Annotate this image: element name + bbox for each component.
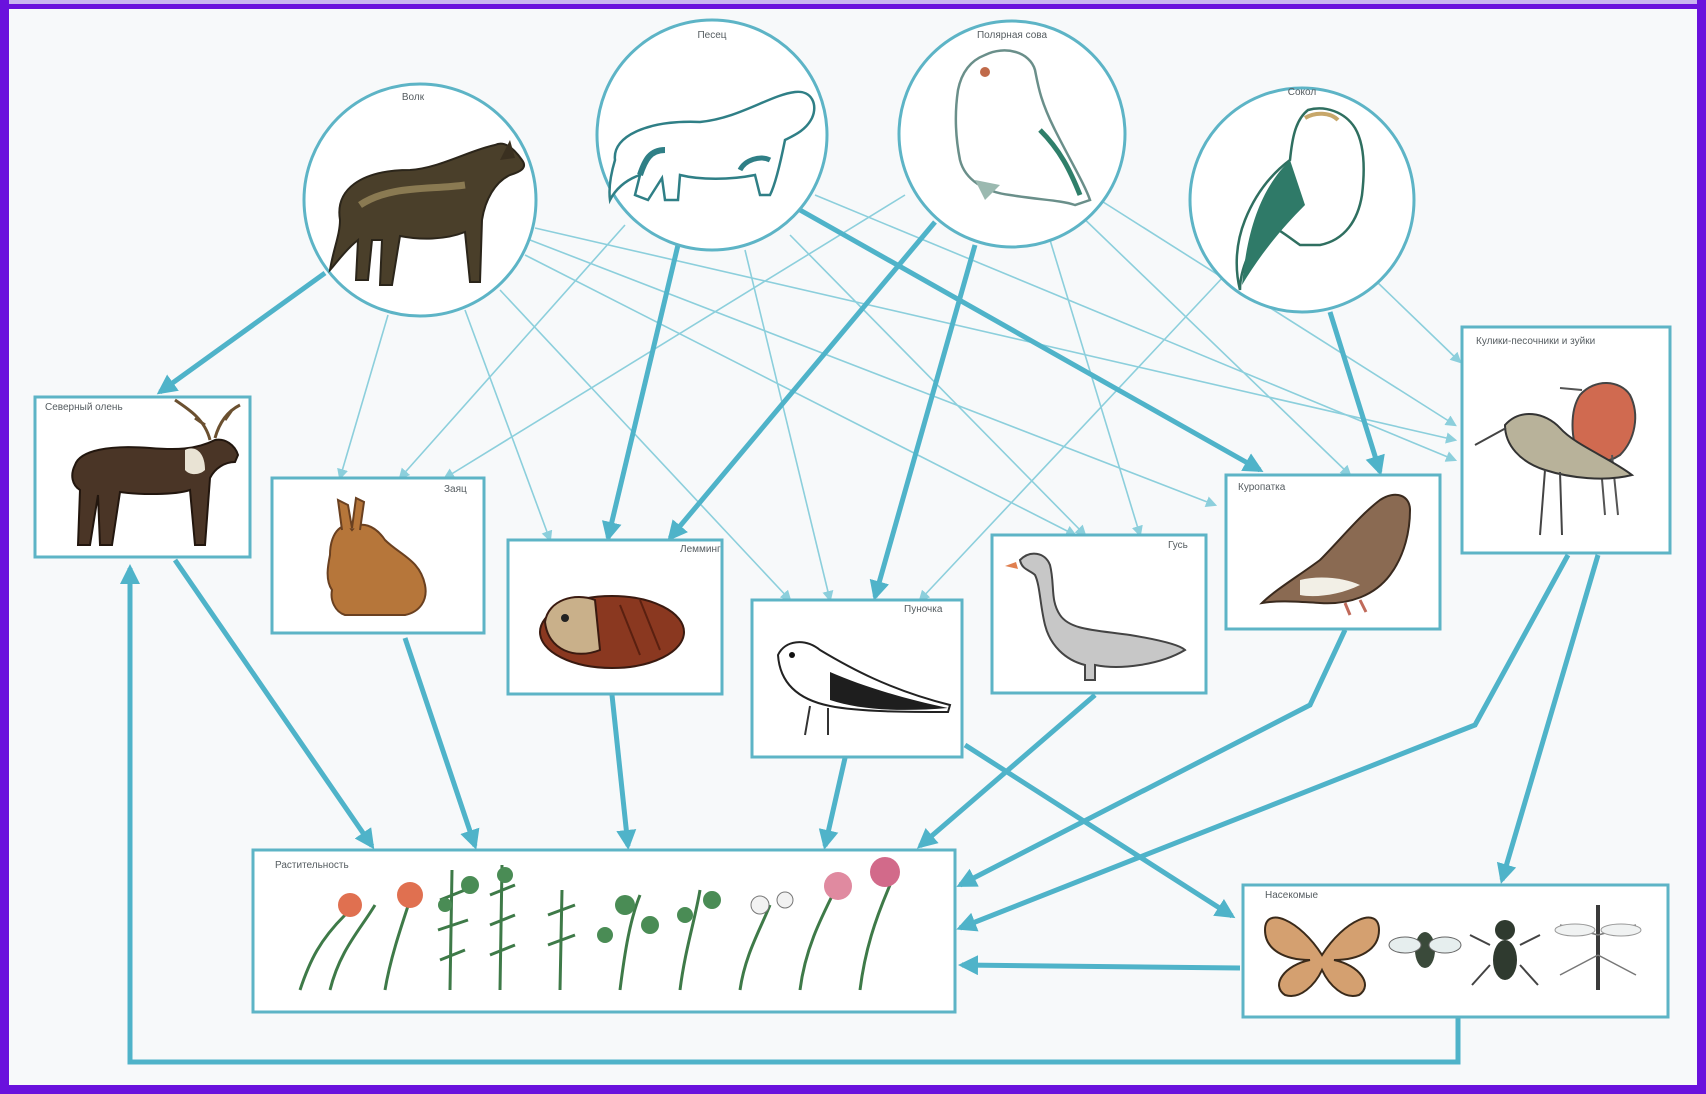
arrow-owl-lemming	[670, 222, 935, 538]
predator-node-snowy-owl: Полярная сова	[899, 21, 1125, 247]
arrow-waders-insects	[1502, 555, 1598, 880]
node-insects: Насекомые	[1243, 885, 1668, 1017]
arrow-falcon-waders	[1375, 280, 1460, 362]
label-reindeer: Северный олень	[45, 402, 123, 413]
node-waders: Кулики-песочники и зуйки	[1462, 327, 1670, 553]
label-wolf: Волк	[402, 92, 425, 103]
node-reindeer: Северный олень	[35, 397, 250, 557]
arrow-owl-bunting	[875, 245, 975, 597]
label-snowy-owl: Полярная сова	[977, 30, 1047, 41]
predator-node-falcon: Сокол	[1190, 87, 1414, 312]
node-plants: Растительность	[253, 850, 955, 1012]
node-hare: Заяц	[272, 478, 484, 633]
arrow-hare-plants	[405, 638, 475, 846]
arrow-bunting-plants	[825, 758, 845, 846]
label-hare: Заяц	[444, 484, 467, 495]
label-arctic-fox: Песец	[697, 30, 726, 41]
label-lemming: Лемминг	[680, 544, 721, 555]
arrow-fox-lemming	[608, 245, 678, 538]
node-ptarmigan: Куропатка	[1226, 475, 1440, 629]
label-falcon: Сокол	[1288, 87, 1317, 98]
arrow-wolf-goose	[525, 255, 1075, 535]
arrow-insects-plants	[962, 965, 1240, 968]
node-lemming: Лемминг	[508, 540, 722, 694]
predator-node-wolf: Волк	[304, 84, 536, 316]
arrow-lemming-plants	[612, 695, 628, 846]
label-ptarmigan: Куропатка	[1238, 482, 1286, 493]
predator-node-arctic-fox: Песец	[597, 20, 827, 250]
arrow-falcon-ptarmigan	[1330, 312, 1380, 472]
label-plants: Растительность	[275, 860, 349, 871]
arrow-wolf-reindeer	[160, 273, 325, 392]
arrow-wolf-hare	[340, 315, 388, 478]
arrow-fox-bunting	[745, 250, 830, 600]
lemming-icon	[540, 596, 684, 668]
node-snow-bunting: Пуночка	[752, 600, 962, 757]
label-insects: Насекомые	[1265, 890, 1318, 901]
arrow-wolf-ptarmigan	[530, 240, 1215, 505]
label-goose: Гусь	[1168, 540, 1188, 551]
node-goose: Гусь	[992, 535, 1206, 693]
label-snow-bunting: Пуночка	[904, 604, 943, 615]
label-waders: Кулики-песочники и зуйки	[1476, 336, 1595, 347]
arrow-owl-goose	[1050, 240, 1140, 535]
